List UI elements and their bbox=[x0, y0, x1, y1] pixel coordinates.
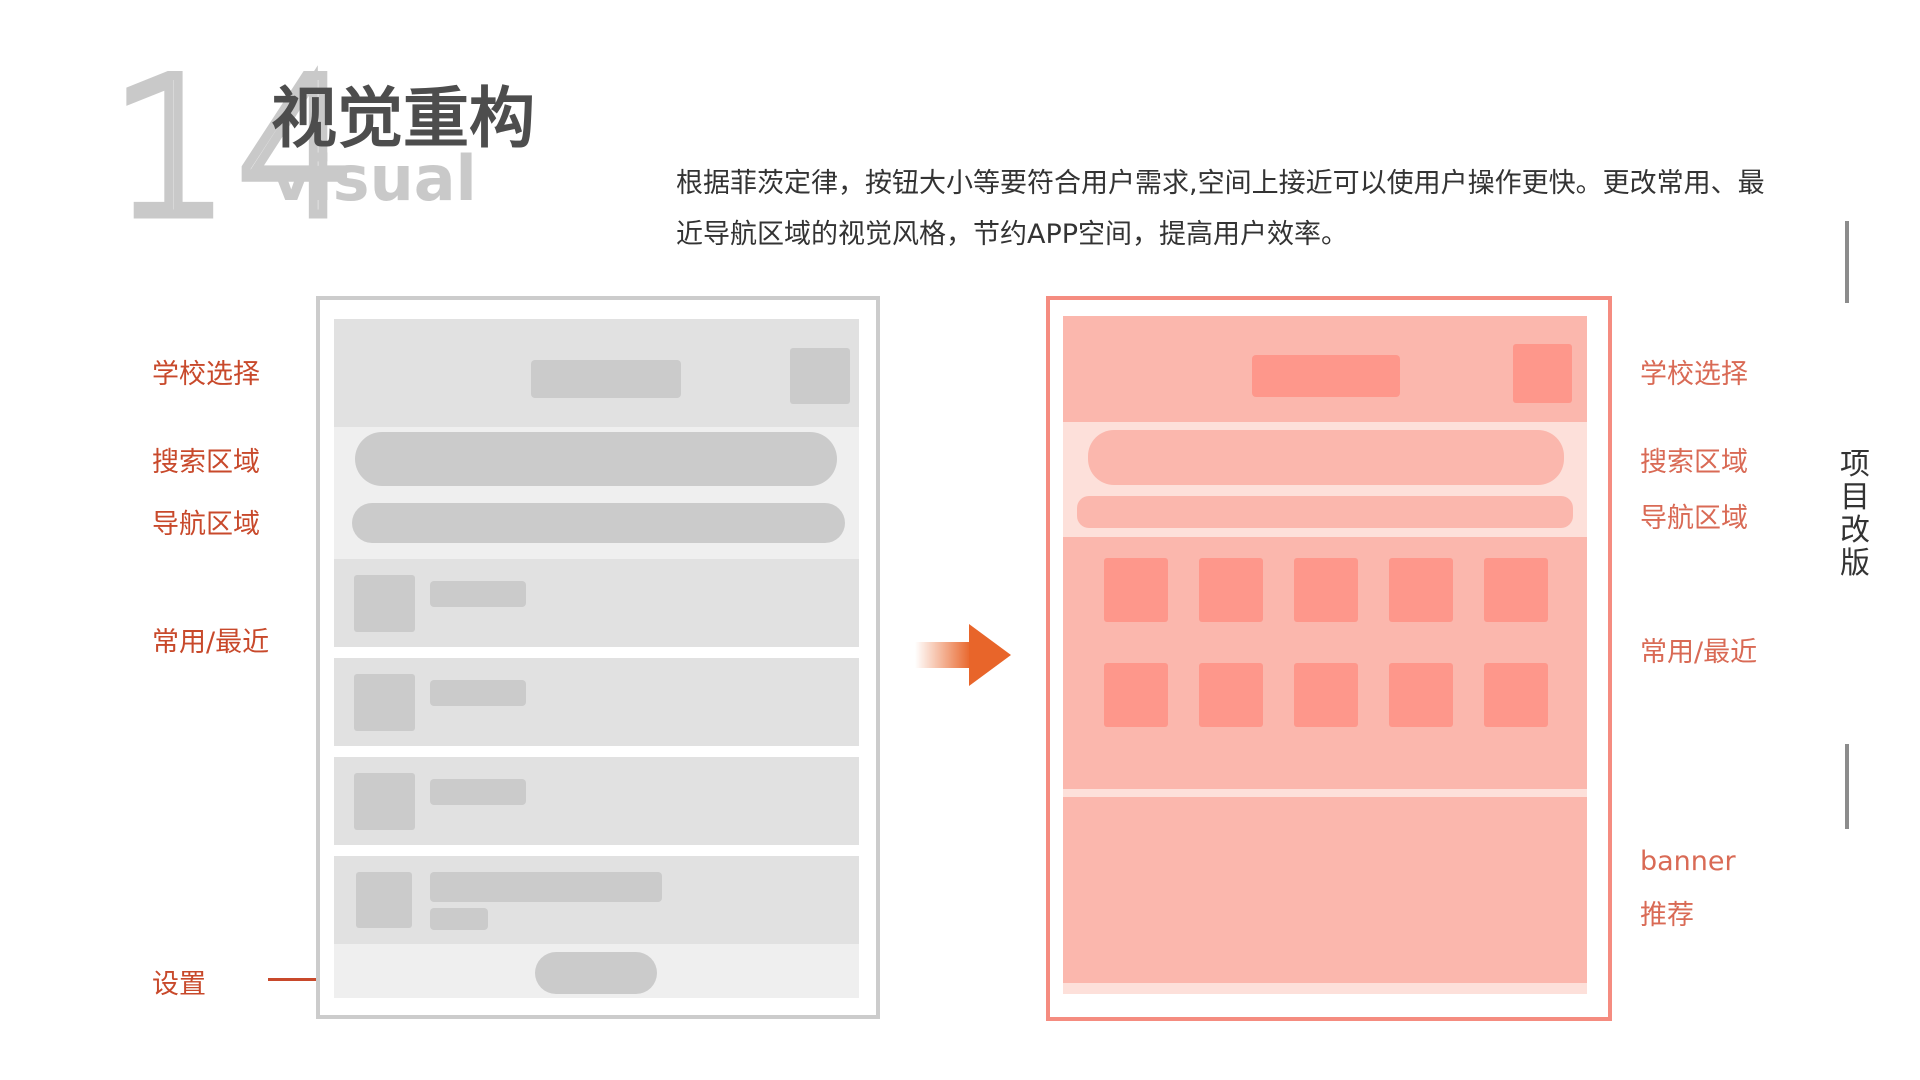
side-tag-char: 目 bbox=[1840, 480, 1870, 515]
before-school-selector bbox=[531, 360, 681, 398]
before-list-subtext bbox=[430, 908, 488, 930]
side-tag-char: 改 bbox=[1840, 513, 1870, 548]
after-grid-item bbox=[1294, 663, 1358, 727]
before-list-thumb bbox=[356, 872, 412, 928]
label-nav-area-after: 导航区域 bbox=[1640, 503, 1748, 534]
label-search-area-before: 搜索区域 bbox=[152, 447, 260, 478]
before-list-text bbox=[430, 779, 526, 805]
side-divider-bottom bbox=[1845, 744, 1849, 829]
before-settings-button bbox=[535, 952, 657, 994]
page-subtitle: visual bbox=[271, 142, 477, 215]
before-list-item bbox=[334, 658, 859, 746]
after-grid-item bbox=[1199, 663, 1263, 727]
side-tag: 项 目 改 版 bbox=[1837, 448, 1873, 580]
after-grid-item bbox=[1294, 558, 1358, 622]
arrow-right-icon bbox=[915, 624, 1011, 686]
after-grid-item bbox=[1484, 558, 1548, 622]
after-grid-item bbox=[1199, 558, 1263, 622]
label-banner-after: banner bbox=[1640, 846, 1736, 877]
before-list-text bbox=[430, 680, 526, 706]
before-list-text bbox=[430, 581, 526, 607]
label-school-select-after: 学校选择 bbox=[1640, 359, 1748, 390]
after-search-bar bbox=[1088, 430, 1564, 485]
before-list-thumb bbox=[354, 674, 415, 731]
page-number: 14 bbox=[106, 38, 364, 259]
label-recent-before: 常用/最近 bbox=[152, 627, 270, 658]
side-tag-char: 项 bbox=[1840, 447, 1870, 482]
description-text: 根据菲茨定律，按钮大小等要符合用户需求,空间上接近可以使用户操作更快。更改常用、… bbox=[676, 168, 1765, 250]
before-list-item bbox=[334, 559, 859, 647]
after-grid-item bbox=[1389, 663, 1453, 727]
after-grid-item bbox=[1389, 558, 1453, 622]
side-tag-char: 版 bbox=[1840, 546, 1870, 581]
label-settings-before: 设置 bbox=[152, 969, 206, 1000]
label-search-area-after: 搜索区域 bbox=[1640, 447, 1748, 478]
before-search-bar bbox=[355, 432, 837, 486]
label-school-select-before: 学校选择 bbox=[152, 359, 260, 390]
label-nav-area-before: 导航区域 bbox=[152, 509, 260, 540]
after-grid-item bbox=[1104, 663, 1168, 727]
after-school-selector bbox=[1252, 355, 1400, 397]
before-list-thumb bbox=[354, 575, 415, 632]
before-list-item bbox=[334, 757, 859, 845]
after-nav-bar bbox=[1077, 496, 1573, 528]
before-nav-bar bbox=[352, 503, 845, 543]
after-grid-item bbox=[1104, 558, 1168, 622]
before-header-icon bbox=[790, 348, 850, 404]
after-grid-item bbox=[1484, 663, 1548, 727]
after-banner-section bbox=[1063, 797, 1587, 983]
before-list-text bbox=[430, 872, 662, 902]
page-title: 视觉重构 bbox=[271, 80, 535, 157]
label-recent-after: 常用/最近 bbox=[1640, 637, 1758, 668]
after-header-icon bbox=[1513, 344, 1572, 403]
before-list-thumb bbox=[354, 773, 415, 830]
side-divider-top bbox=[1845, 221, 1849, 303]
label-recommend-after: 推荐 bbox=[1640, 900, 1694, 931]
